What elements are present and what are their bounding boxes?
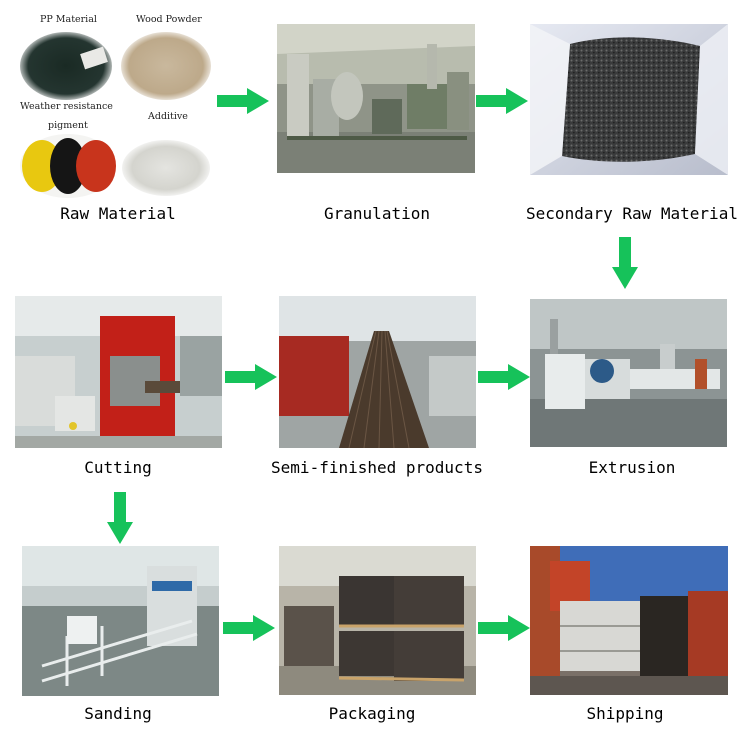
wood-powder-image <box>120 28 212 100</box>
caption-cutting: Cutting <box>3 458 233 477</box>
shipping-image <box>530 546 728 695</box>
additive-image <box>120 132 212 198</box>
pp-material-image <box>20 28 116 100</box>
caption-sanding: Sanding <box>3 704 233 723</box>
caption-secondary-raw-material: Secondary Raw Material <box>517 204 747 223</box>
wood-powder-label: Wood Powder <box>136 14 202 25</box>
semi-finished-image <box>279 296 476 448</box>
granulation-image <box>277 24 475 173</box>
arrow-right-2 <box>476 88 528 114</box>
arrow-right-3 <box>225 364 277 390</box>
arrow-down-1 <box>612 237 638 289</box>
packaging-image <box>279 546 476 695</box>
caption-granulation: Granulation <box>262 204 492 223</box>
caption-semi-finished: Semi-finished products <box>262 458 492 477</box>
arrow-right-4 <box>478 364 530 390</box>
arrow-right-1 <box>217 88 269 114</box>
caption-shipping: Shipping <box>510 704 740 723</box>
secondary-raw-material-image <box>530 24 728 175</box>
pp-material-label: PP Material <box>40 14 97 25</box>
caption-extrusion: Extrusion <box>517 458 747 477</box>
pigment-image <box>20 132 116 198</box>
additive-label: Additive <box>148 111 188 122</box>
sanding-image <box>22 546 219 696</box>
pigment-label-line1: Weather resistance <box>20 101 113 112</box>
arrow-down-2 <box>107 492 133 544</box>
pigment-label-line2: pigment <box>48 120 88 131</box>
caption-packaging: Packaging <box>257 704 487 723</box>
caption-raw-material: Raw Material <box>3 204 233 223</box>
cutting-image <box>15 296 222 448</box>
arrow-right-6 <box>478 615 530 641</box>
arrow-right-5 <box>223 615 275 641</box>
raw-material-collage: PP Material Wood Powder Weather resistan… <box>18 10 218 200</box>
extrusion-image <box>530 299 727 447</box>
